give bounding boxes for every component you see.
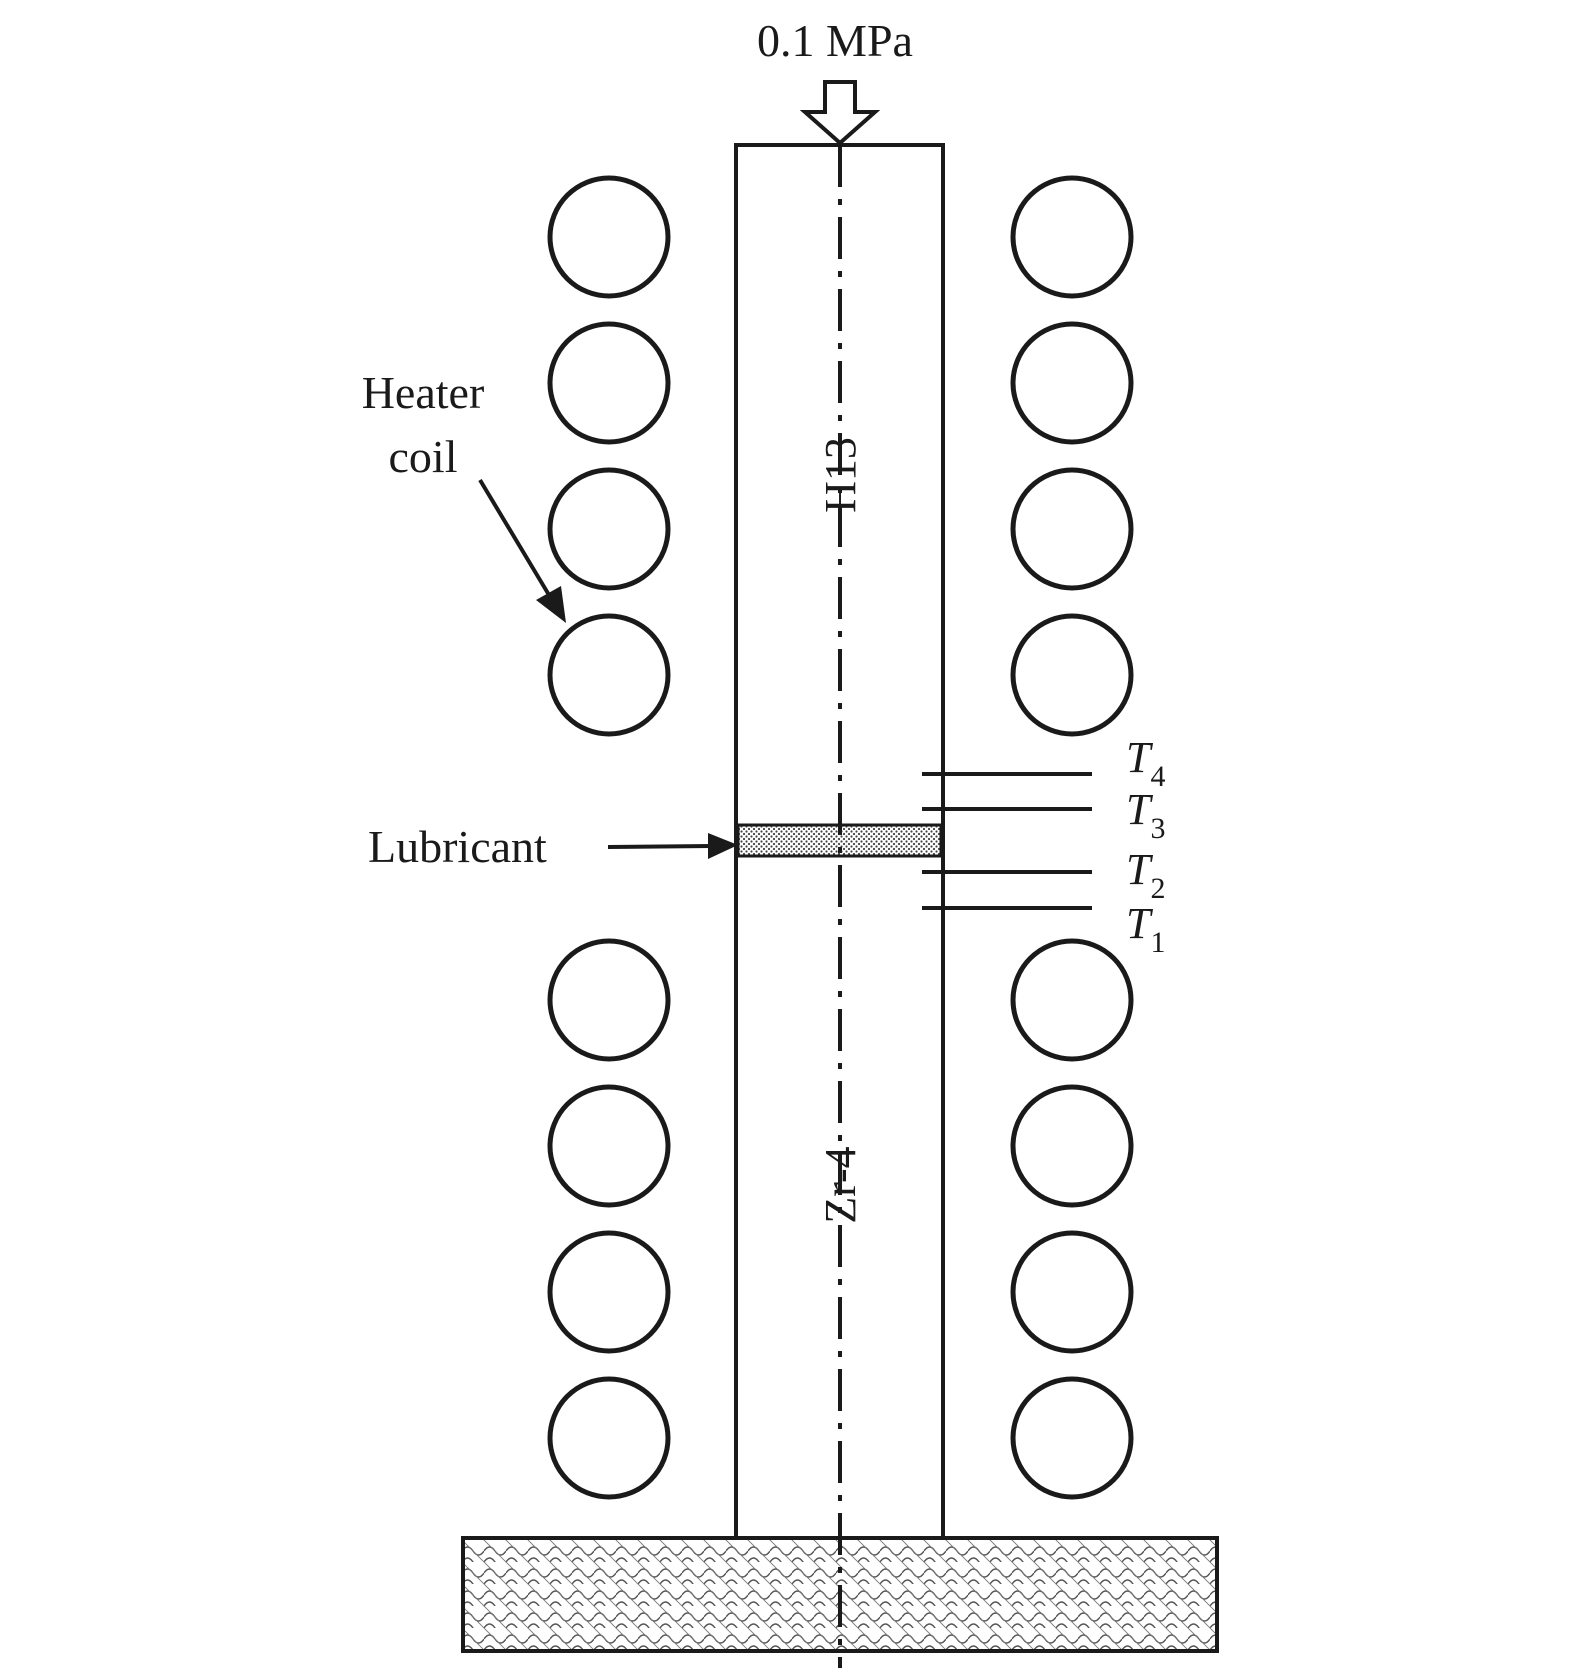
thermocouple-label-t3: T3 xyxy=(1126,785,1165,845)
heater-coil-left-upper xyxy=(547,175,671,737)
thermocouple-label-t1: T1 xyxy=(1126,899,1165,959)
coil-turn xyxy=(547,1084,671,1208)
lubricant-pointer-line xyxy=(607,844,713,849)
coil-turn xyxy=(547,938,671,1062)
coil-turn xyxy=(1010,175,1134,299)
heater-pointer-arrowhead xyxy=(536,586,566,623)
heater-label-line2: coil xyxy=(389,431,458,482)
heater-coil-right-upper xyxy=(1010,175,1134,737)
coil-turn xyxy=(547,613,671,737)
lubricant-label: Lubricant xyxy=(368,821,547,872)
lubricant-pointer-arrowhead xyxy=(708,833,738,859)
coil-turn xyxy=(1010,613,1134,737)
upper-specimen-label: H13 xyxy=(816,437,865,513)
lower-specimen-label: Zr-4 xyxy=(816,1146,865,1223)
load-label: 0.1 MPa xyxy=(757,15,913,66)
heater-coil-left-lower xyxy=(547,938,671,1500)
coil-turn xyxy=(547,1230,671,1354)
coil-turn xyxy=(1010,1376,1134,1500)
heater-coil-right-lower xyxy=(1010,938,1134,1500)
coil-turn xyxy=(1010,1230,1134,1354)
thermocouple-label-t2: T2 xyxy=(1126,845,1165,905)
coil-turn xyxy=(547,1376,671,1500)
coil-turn xyxy=(1010,467,1134,591)
coil-turn xyxy=(1010,1084,1134,1208)
coil-turn xyxy=(547,467,671,591)
heater-label-line1: Heater xyxy=(362,367,485,418)
coil-turn xyxy=(547,175,671,299)
coil-turn xyxy=(1010,938,1134,1062)
thermocouple-lines xyxy=(922,772,1092,910)
coil-turn xyxy=(1010,321,1134,445)
heater-pointer-line xyxy=(478,478,551,597)
thermocouple-label-t4: T4 xyxy=(1126,733,1165,793)
load-arrow xyxy=(799,80,881,146)
coil-turn xyxy=(547,321,671,445)
